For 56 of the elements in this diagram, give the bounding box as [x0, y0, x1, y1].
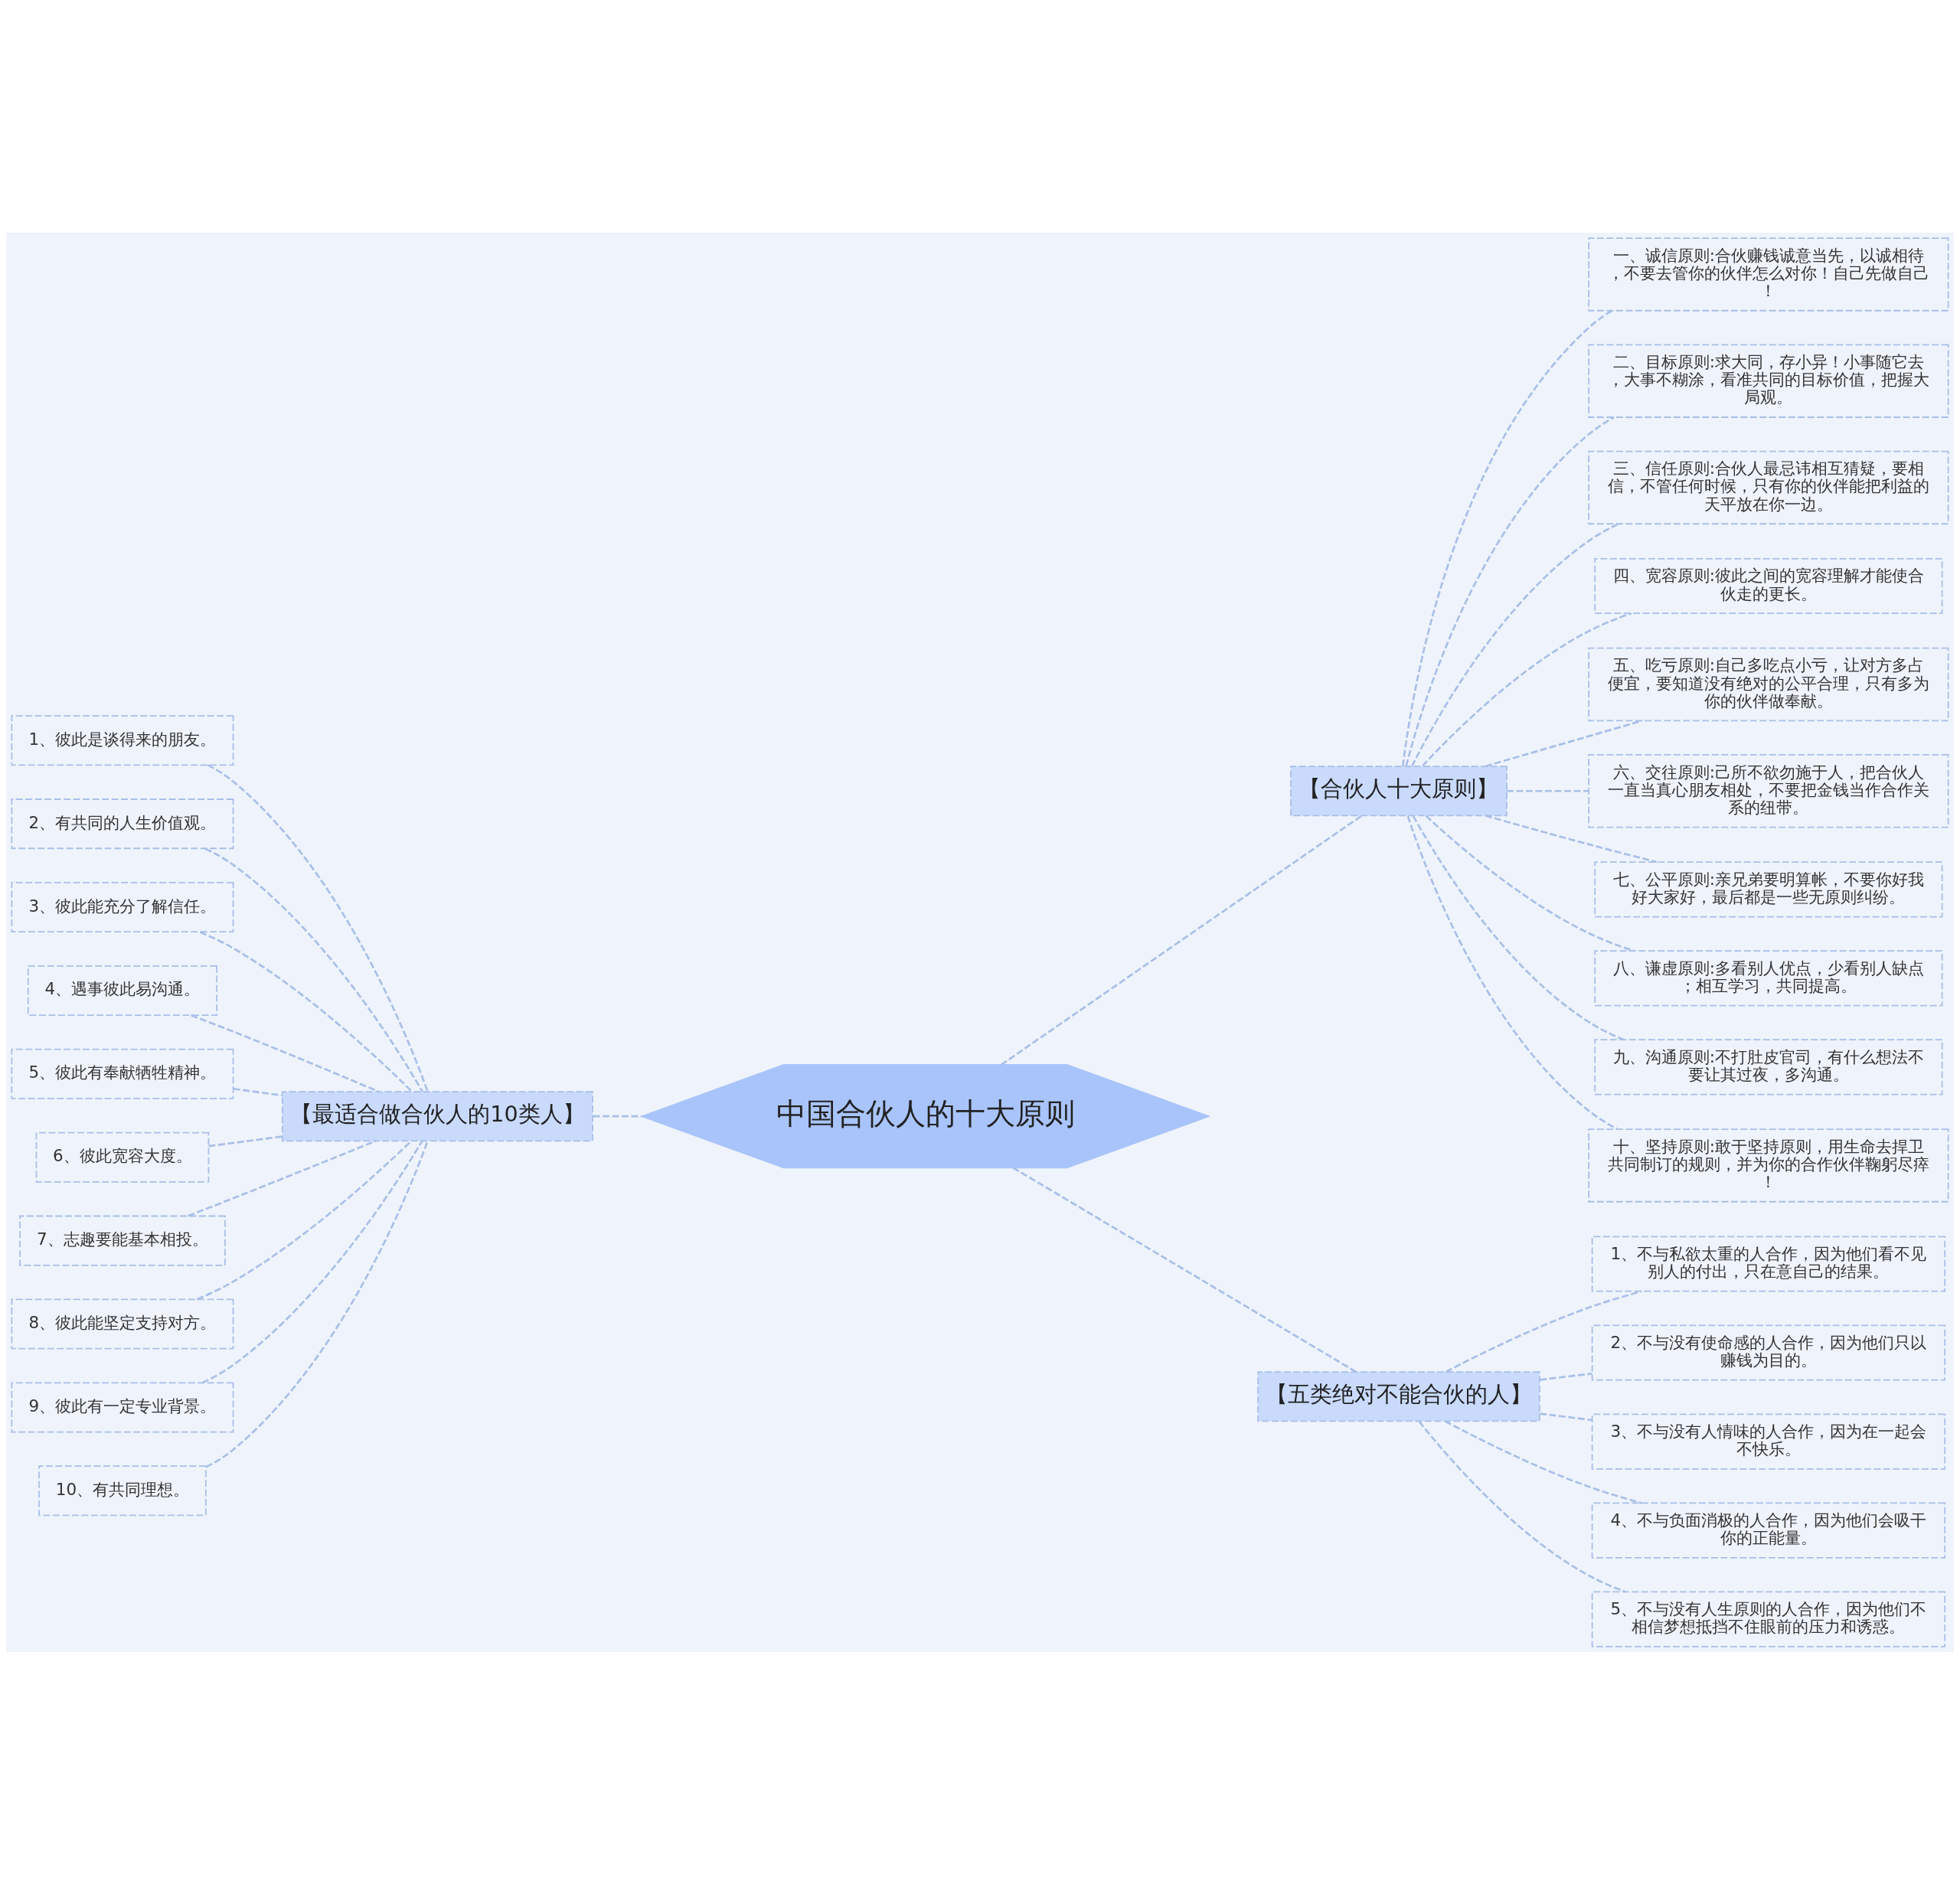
- node-box: 2、不与没有使命感的人合作，因为他们只以赚钱为目的。: [1591, 1324, 1946, 1381]
- connector: [204, 847, 423, 1092]
- node-box: 8、彼此能坚定支持对方。: [11, 1298, 234, 1350]
- connector: [1406, 815, 1619, 1130]
- connector: [1422, 612, 1632, 766]
- node-box: 【合伙人十大原则】: [1290, 765, 1508, 816]
- connector: [196, 1140, 412, 1300]
- node-box: 六、交往原则:己所不欲勿施于人，把合伙人一直当真心朋友相处，不要把金钱当作合作关系的纽带。: [1588, 753, 1949, 828]
- node-box: 10、有共同理想。: [38, 1464, 207, 1516]
- node-box: 【最适合做合伙人的10类人】: [281, 1090, 593, 1141]
- node-box: 1、不与私欲太重的人合作，因为他们看不见别人的付出，只在意自己的结果。: [1591, 1235, 1946, 1292]
- node-box: 7、志趣要能基本相投。: [19, 1215, 226, 1266]
- connector: [191, 1014, 380, 1092]
- node-box: 5、不与没有人生原则的人合作，因为他们不相信梦想抵挡不住眼前的压力和诱惑。: [1591, 1591, 1946, 1647]
- node-box: 五、吃亏原则:自己多吃点小亏，让对方多占便宜，要知道没有绝对的公平合理，只有多为你的伙伴做奉献。: [1588, 647, 1949, 721]
- node-box: 【五类绝对不能合伙的人】: [1257, 1370, 1540, 1422]
- connector: [208, 1135, 283, 1147]
- connector: [233, 1087, 283, 1096]
- connector: [207, 763, 429, 1092]
- node-box: 七、公平原则:亲兄弟要明算帐，不要你好我好大家好，最后都是一些无原则纠纷。: [1594, 860, 1943, 917]
- connector: [1412, 815, 1624, 1040]
- node-box: 5、彼此有奉献牺牲精神。: [11, 1048, 234, 1099]
- connector: [1540, 1372, 1592, 1381]
- connector: [201, 1140, 423, 1383]
- node-box: 四、宽容原则:彼此之间的宽容理解才能使合伙走的更长。: [1594, 557, 1943, 614]
- connector: [1405, 416, 1615, 766]
- connector: [1485, 814, 1658, 863]
- connector: [1425, 815, 1635, 952]
- connector: [1446, 1290, 1642, 1373]
- connector: [1444, 1419, 1642, 1504]
- connector: [1485, 719, 1643, 767]
- node-box: 3、彼此能充分了解信任。: [11, 881, 234, 932]
- node-box: 八、谦虚原则:多看别人优点，少看别人缺点；相互学习，共同提高。: [1594, 949, 1943, 1006]
- connector: [205, 1140, 429, 1468]
- node-box: 4、遇事彼此易沟通。: [27, 965, 217, 1016]
- node-box: 一、诚信原则:合伙赚钱诚意当先，以诚相待，不要去管你的伙伴怎么对你！自己先做自己！: [1588, 237, 1949, 312]
- connector: [1418, 1420, 1626, 1593]
- connector: [1540, 1412, 1592, 1421]
- node-box: 9、彼此有一定专业背景。: [11, 1381, 234, 1432]
- node-box: 九、沟通原则:不打肚皮官司，有什么想法不要让其过夜，多沟通。: [1594, 1038, 1943, 1095]
- connector: [1012, 1166, 1357, 1373]
- connector: [188, 1139, 377, 1217]
- connector: [1001, 815, 1362, 1066]
- node-box: 二、目标原则:求大同，存小异！小事随它去，大事不糊涂，看准共同的目标价值，把握大局观。: [1588, 344, 1949, 418]
- connector: [1401, 309, 1613, 766]
- connector: [593, 1115, 642, 1117]
- node-box: 2、有共同的人生价值观。: [11, 798, 234, 849]
- node-box: 6、彼此宽容大度。: [35, 1131, 210, 1183]
- connector: [199, 930, 413, 1092]
- node-box: 1、彼此是谈得来的朋友。: [11, 714, 234, 766]
- node-box: 十、坚持原则:敢于坚持原则，用生命去捍卫共同制订的规则，并为你的合作伙伴鞠躬尽瘁！: [1588, 1128, 1949, 1203]
- connector: [1507, 789, 1589, 792]
- connector: [1411, 522, 1619, 767]
- node-box: 4、不与负面消极的人合作，因为他们会吸干你的正能量。: [1591, 1502, 1946, 1559]
- node-box: 三、信任原则:合伙人最忌讳相互猜疑，要相信，不管任何时候，只有你的伙伴能把利益的天平放在你一边。: [1588, 450, 1949, 524]
- node-box: 3、不与没有人情味的人合作，因为在一起会不快乐。: [1591, 1412, 1946, 1470]
